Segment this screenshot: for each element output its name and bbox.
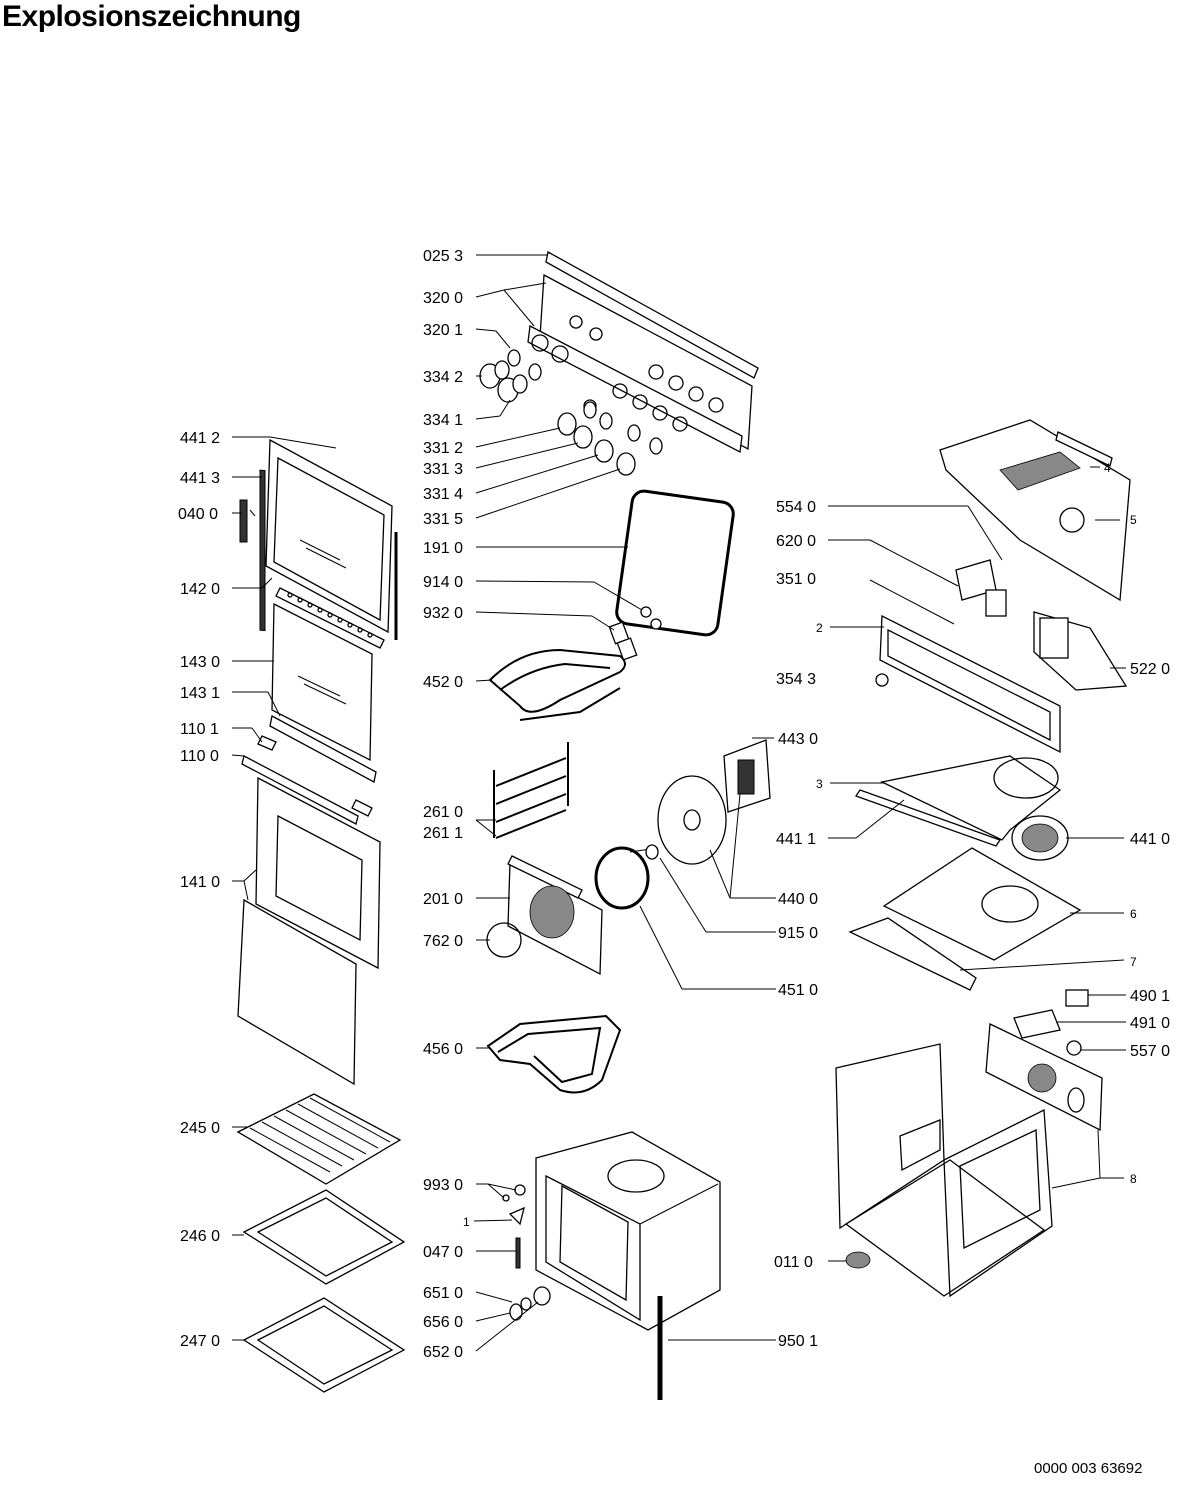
electronic-modules xyxy=(955,559,1128,691)
part-label: 143 1 xyxy=(180,685,220,702)
part-label: 245 0 xyxy=(180,1120,220,1137)
cooling-fan xyxy=(1011,815,1069,861)
part-label: 261 1 xyxy=(423,825,463,842)
lamp-parts xyxy=(502,1184,551,1321)
part-label: 025 3 xyxy=(423,248,463,265)
part-label: 320 1 xyxy=(423,322,463,339)
part-label: 441 3 xyxy=(180,470,220,487)
control-bracket xyxy=(875,614,1061,754)
door-rail xyxy=(275,587,385,649)
part-label: 452 0 xyxy=(423,674,463,691)
fan-motor xyxy=(723,739,771,813)
deep-roasting-pan xyxy=(242,1297,406,1393)
part-label: 2 xyxy=(816,621,823,635)
part-label: 522 0 xyxy=(1130,661,1170,678)
control-panel xyxy=(527,273,753,454)
part-label: 040 0 xyxy=(178,506,218,523)
part-label: 261 0 xyxy=(423,804,463,821)
part-label: 554 0 xyxy=(776,499,816,516)
part-label: 011 0 xyxy=(774,1254,813,1271)
part-label: 3 xyxy=(816,777,823,791)
part-label: 443 0 xyxy=(778,731,818,748)
part-label: 331 3 xyxy=(423,461,463,478)
part-label: 110 0 xyxy=(180,748,219,765)
part-label: 932 0 xyxy=(423,605,463,622)
document-number: 0000 003 63692 xyxy=(1034,1460,1143,1477)
part-label: 491 0 xyxy=(1130,1015,1170,1032)
part-label: 143 0 xyxy=(180,654,220,671)
part-label: 651 0 xyxy=(423,1285,463,1302)
leader-lines xyxy=(231,254,1126,1352)
part-label: 441 0 xyxy=(1130,831,1170,848)
part-label: 914 0 xyxy=(423,574,463,591)
part-label: 047 0 xyxy=(423,1244,463,1261)
part-label: 331 4 xyxy=(423,486,463,503)
part-label: 191 0 xyxy=(423,540,463,557)
part-label: 334 1 xyxy=(423,412,463,429)
oven-door-inner-frame xyxy=(239,438,398,640)
oven-rack-guides xyxy=(493,742,569,839)
control-panel-strip xyxy=(545,251,759,379)
part-label: 110 1 xyxy=(180,721,219,738)
part-label: 915 0 xyxy=(778,925,818,942)
oven-cavity xyxy=(535,1131,721,1331)
fan-blade xyxy=(645,775,727,865)
part-label: 1 xyxy=(463,1215,470,1229)
part-label: 8 xyxy=(1130,1172,1137,1186)
part-label: 557 0 xyxy=(1130,1043,1170,1060)
lower-heating-element xyxy=(486,1014,622,1094)
part-label: 354 3 xyxy=(776,671,816,688)
part-label: 950 1 xyxy=(778,1333,818,1350)
part-label: 351 0 xyxy=(776,571,816,588)
wire-shelf xyxy=(236,1093,402,1185)
part-label: 451 0 xyxy=(778,982,818,999)
heating-element-upper xyxy=(488,606,662,721)
part-label: 993 0 xyxy=(423,1177,463,1194)
part-label: 441 2 xyxy=(180,430,220,447)
part-label: 652 0 xyxy=(423,1344,463,1361)
part-label: 656 0 xyxy=(423,1314,463,1331)
oven-outer-casing xyxy=(835,1043,1053,1298)
leveling-foot xyxy=(845,1251,871,1269)
rear-panel-components xyxy=(985,989,1103,1132)
part-label: 456 0 xyxy=(423,1041,463,1058)
oven-outer-door xyxy=(237,776,381,1086)
part-label: 440 0 xyxy=(778,891,818,908)
top-insulation-plate xyxy=(854,755,1062,847)
part-label: 334 2 xyxy=(423,369,463,386)
part-label: 247 0 xyxy=(180,1333,220,1350)
door-seal xyxy=(615,489,735,637)
part-label: 441 1 xyxy=(776,831,816,848)
cooling-fan-housing xyxy=(939,419,1131,602)
part-label: 762 0 xyxy=(423,933,463,950)
baking-tray xyxy=(242,1189,406,1285)
part-label: 246 0 xyxy=(180,1228,220,1245)
part-label: 7 xyxy=(1130,955,1137,969)
part-label: 331 5 xyxy=(423,511,463,528)
part-label: 620 0 xyxy=(776,533,816,550)
part-label: 331 2 xyxy=(423,440,463,457)
part-label: 141 0 xyxy=(180,874,220,891)
part-label: 490 1 xyxy=(1130,988,1170,1005)
door-hinge-strip xyxy=(241,715,377,825)
fan-cover xyxy=(486,855,603,976)
part-labels: 025 3 320 0 320 1 334 2 334 1 441 2 331 … xyxy=(178,248,1170,1361)
door-glass-pane xyxy=(271,602,373,762)
bottom-insulation-plate xyxy=(848,847,1082,991)
part-label: 4 xyxy=(1104,461,1111,475)
part-label: 201 0 xyxy=(423,891,463,908)
page-title: Explosionszeichnung xyxy=(2,0,301,33)
part-label: 6 xyxy=(1130,907,1137,921)
control-knobs xyxy=(479,349,663,476)
part-label: 142 0 xyxy=(180,581,220,598)
part-label: 5 xyxy=(1130,513,1137,527)
part-label: 320 0 xyxy=(423,290,463,307)
